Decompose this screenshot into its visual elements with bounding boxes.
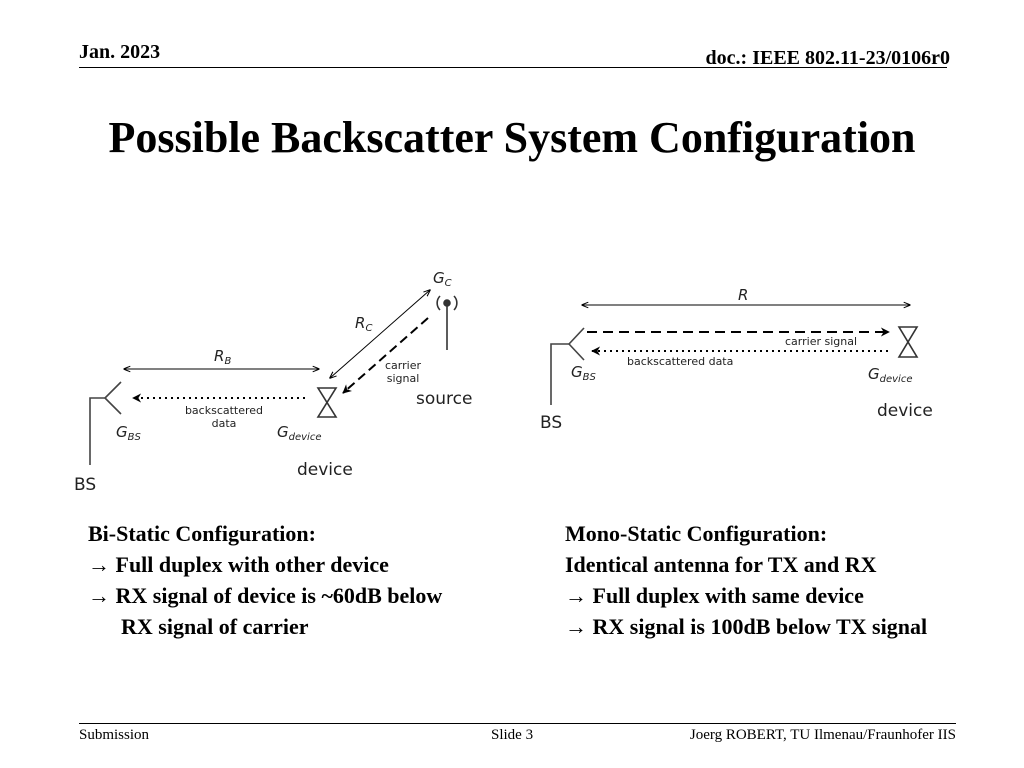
footer-divider [79, 723, 956, 724]
rc-dimension-line [330, 290, 430, 378]
source-antenna-icon [436, 295, 458, 350]
mono-gdevice-label: Gdevice [868, 365, 912, 385]
monostatic-line-1: Identical antenna for TX and RX [565, 552, 877, 577]
gc-label: GC [433, 269, 452, 289]
mono-bs-antenna-icon [550, 327, 585, 405]
mono-device-label: device [877, 401, 933, 421]
carrier-arrow [342, 317, 429, 394]
footer-slide-number: Slide 3 [491, 727, 534, 743]
rb-label: RB [214, 347, 231, 367]
mono-bs-label: BS [540, 413, 562, 433]
monostatic-diagram: BS GBS R carrier signal backscattered da… [540, 286, 933, 433]
footer-author: Joerg ROBERT, TU Ilmenau/Fraunhofer IIS [689, 727, 956, 743]
mono-gbs-label: GBS [571, 363, 596, 383]
arrow-icon: → [88, 552, 110, 577]
monostatic-point-2: → RX signal is 100dB below TX signal [565, 614, 928, 639]
bs-antenna-icon [89, 381, 122, 465]
bistatic-description: Bi-Static Configuration: → Full duplex w… [88, 518, 442, 642]
monostatic-description: Mono-Static Configuration: Identical ant… [565, 518, 927, 642]
rc-label: RC [355, 314, 372, 334]
monostatic-heading: Mono-Static Configuration: [565, 521, 828, 546]
slide-title: Possible Backscatter System Configuratio… [108, 113, 916, 162]
monostatic-point-1: → Full duplex with same device [565, 583, 864, 608]
gbs-label: GBS [116, 423, 141, 443]
header-date: Jan. 2023 [79, 41, 161, 63]
arrow-icon: → [565, 583, 587, 608]
footer-submission: Submission [79, 727, 150, 743]
mono-r-label: R [738, 286, 748, 304]
mono-device-icon [897, 326, 919, 358]
gdevice-label: Gdevice [277, 423, 321, 443]
device-icon [316, 387, 338, 418]
source-label: source [416, 389, 472, 409]
device-label: device [297, 460, 353, 480]
bistatic-point-2: → RX signal of device is ~60dB below [88, 583, 443, 608]
header-doc-id: doc.: IEEE 802.11-23/0106r0 [705, 47, 950, 69]
bistatic-heading: Bi-Static Configuration: [88, 521, 316, 546]
bistatic-point-1: → Full duplex with other device [88, 552, 389, 577]
arrow-icon: → [88, 583, 110, 608]
arrow-icon: → [565, 614, 587, 639]
bistatic-point-2-cont: RX signal of carrier [121, 614, 309, 639]
header-divider [79, 67, 947, 68]
mono-carrier-label: carrier signal [785, 335, 857, 348]
mono-backscattered-label: backscattered data [627, 355, 733, 368]
bs-label: BS [74, 475, 96, 495]
